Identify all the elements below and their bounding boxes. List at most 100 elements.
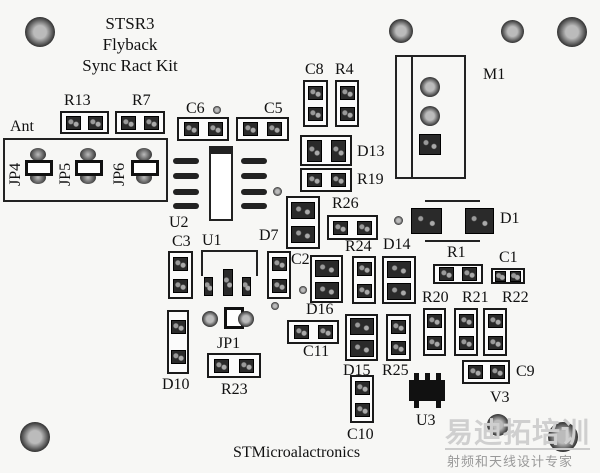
d1-outline (425, 200, 480, 202)
label-m1: M1 (483, 66, 506, 83)
manufacturer-label: STMicroalactronics (233, 444, 361, 461)
pad (333, 220, 349, 235)
pad (495, 270, 506, 282)
mounting-hole (557, 17, 587, 47)
d1-polarity-dot (394, 216, 403, 225)
pad (271, 257, 287, 271)
mounting-hole (389, 19, 413, 43)
u2-pin (173, 189, 199, 195)
pad (467, 365, 483, 379)
label-d1: D1 (500, 210, 520, 227)
u3-pin (436, 401, 441, 408)
pad (330, 173, 346, 187)
pad (293, 325, 309, 339)
pad (88, 115, 104, 130)
pad (239, 358, 254, 373)
pad (170, 350, 186, 364)
pad (214, 358, 229, 373)
pad (349, 339, 374, 357)
label-r25: R25 (382, 362, 409, 379)
pad (170, 320, 186, 334)
pad (144, 115, 159, 130)
component-r24 (352, 256, 376, 304)
via (299, 286, 307, 294)
pad (354, 403, 370, 417)
label-c8: C8 (305, 61, 324, 78)
component-r1 (433, 264, 483, 284)
component-d14 (382, 256, 416, 304)
mounting-hole (548, 422, 578, 452)
via (271, 302, 279, 310)
antenna-jumper-block (3, 138, 168, 202)
component-r20 (423, 308, 446, 356)
pad (427, 336, 442, 350)
u1-pin (204, 277, 213, 296)
jumper-jp4[interactable] (25, 148, 53, 184)
component-c9 (462, 360, 510, 384)
u2-pin (173, 173, 199, 179)
pad (439, 267, 454, 281)
label-d15: D15 (343, 362, 371, 379)
component-r19 (300, 168, 352, 192)
label-jp5: JP5 (57, 162, 74, 186)
pad (489, 365, 505, 379)
pad (314, 259, 339, 277)
u3-pin (414, 401, 419, 408)
pad (458, 314, 474, 328)
label-r26: R26 (332, 195, 359, 212)
label-d7: D7 (259, 227, 279, 244)
pad (207, 122, 223, 136)
component-c5 (236, 117, 289, 141)
label-u1: U1 (202, 232, 222, 249)
label-jp4: JP4 (7, 162, 24, 186)
label-c6: C6 (186, 100, 205, 117)
jp1-pin[interactable] (202, 311, 218, 327)
jp1-pin[interactable] (238, 311, 254, 327)
m1-pin (420, 106, 440, 126)
pad (462, 267, 477, 281)
d1-pad (465, 208, 494, 234)
pad (65, 115, 81, 130)
pad (387, 282, 411, 300)
label-jp6: JP6 (111, 162, 128, 186)
pad (121, 115, 136, 130)
component-d15 (345, 314, 378, 361)
watermark: 易迪拓培训 (445, 416, 591, 450)
pad (291, 226, 315, 244)
label-c11: C11 (303, 343, 330, 360)
jumper-jp5[interactable] (75, 148, 103, 184)
u2-pin (241, 173, 267, 179)
u2-body (209, 146, 233, 221)
component-c6 (177, 117, 229, 141)
d1-pad (411, 208, 442, 234)
label-r7: R7 (132, 92, 151, 109)
pad (349, 318, 374, 336)
u1-outline (201, 250, 258, 276)
label-c3: C3 (172, 233, 191, 250)
u3-pin (414, 373, 419, 380)
component-d7 (286, 196, 320, 249)
board-subtitle: Flyback (102, 35, 158, 54)
label-d14: D14 (383, 236, 411, 253)
label-r20: R20 (422, 289, 449, 306)
u2-pin (173, 203, 199, 209)
label-r4: R4 (335, 61, 354, 78)
label-r21: R21 (462, 289, 489, 306)
d1-outline-bottom (425, 240, 480, 242)
component-r13 (60, 111, 109, 134)
jumper-jp6[interactable] (131, 148, 159, 184)
label-c1: C1 (499, 249, 518, 266)
component-r26 (327, 215, 378, 240)
m1-tab-line (411, 55, 413, 179)
v3-test-point (487, 414, 509, 436)
pad (173, 279, 188, 293)
label-r19: R19 (357, 171, 384, 188)
pad (356, 220, 372, 235)
pad (427, 314, 442, 328)
component-r7 (115, 111, 165, 134)
component-r22 (483, 308, 507, 356)
pad (356, 262, 372, 276)
pad (183, 122, 199, 136)
component-u3 (409, 380, 445, 401)
pad (339, 107, 355, 122)
